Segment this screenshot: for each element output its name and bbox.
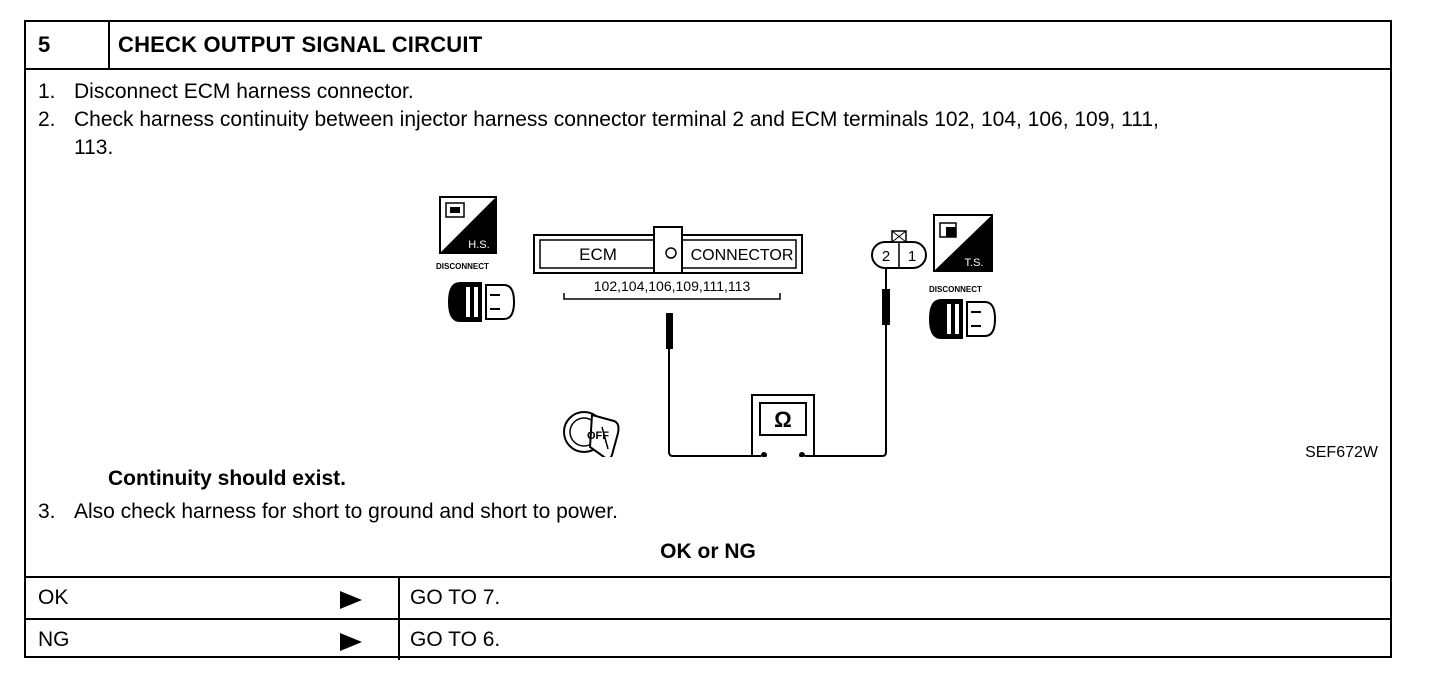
result-row-ok: OK GO TO 7.: [26, 576, 1390, 618]
ignition-key-icon: [563, 411, 620, 457]
injector-terminal-2: 2: [882, 248, 890, 265]
figure-code: SEF672W: [1305, 444, 1378, 461]
result-row-ng: NG GO TO 6.: [26, 618, 1390, 660]
injector-connector: [871, 230, 927, 269]
step-title: CHECK OUTPUT SIGNAL CIRCUIT: [118, 32, 483, 57]
disconnect-connector-icon: [929, 299, 997, 339]
result-ng: NG: [38, 628, 70, 651]
continuity-note: Continuity should exist.: [108, 467, 347, 490]
ok-or-ng-label: OK or NG: [660, 540, 756, 563]
step-number: 5: [26, 22, 110, 68]
ecm-terminals: 102,104,106,109,111,113: [594, 278, 751, 294]
procedure-table: 5 CHECK OUTPUT SIGNAL CIRCUIT 1. Disconn…: [24, 20, 1392, 660]
action-ok: GO TO 7.: [410, 586, 501, 609]
connector-label: CONNECTOR: [691, 247, 794, 264]
step-2-text-line2: 113.: [74, 136, 114, 159]
disconnect-connector-icon: [448, 282, 516, 322]
harness-connector-icon: [439, 196, 497, 254]
injector-terminal-1: 1: [908, 248, 916, 265]
step-1-number: 1.: [38, 80, 56, 103]
arrow-right-icon: [340, 591, 362, 609]
step-1-text: Disconnect ECM harness connector.: [74, 80, 414, 103]
column-divider: [398, 620, 400, 660]
result-ok: OK: [38, 586, 69, 609]
wiring-diagram: H.S. DISCONNECT ECM CONNECTOR 102,104,10…: [436, 196, 997, 457]
ecm-label: ECM: [579, 245, 617, 264]
ts-label: T.S.: [965, 257, 984, 269]
arrow-right-icon: [340, 633, 362, 651]
ohmmeter-icon: [751, 394, 815, 457]
ignition-off-label: OFF: [587, 430, 609, 442]
hs-label: H.S.: [468, 239, 489, 251]
disconnect-label-left: DISCONNECT: [436, 262, 489, 271]
step-3-text: Also check harness for short to ground a…: [74, 500, 618, 523]
ohmmeter-symbol: Ω: [774, 407, 792, 432]
disconnect-label-right: DISCONNECT: [929, 285, 982, 294]
harness-connector-icon: [933, 214, 993, 272]
step-header: 5 CHECK OUTPUT SIGNAL CIRCUIT: [26, 22, 1390, 70]
step-3-number: 3.: [38, 500, 56, 523]
ecm-connector: [533, 226, 803, 274]
step-2-text-line1: Check harness continuity between injecto…: [74, 108, 1159, 131]
action-ng: GO TO 6.: [410, 628, 501, 651]
column-divider: [398, 578, 400, 618]
step-2-number: 2.: [38, 108, 56, 131]
